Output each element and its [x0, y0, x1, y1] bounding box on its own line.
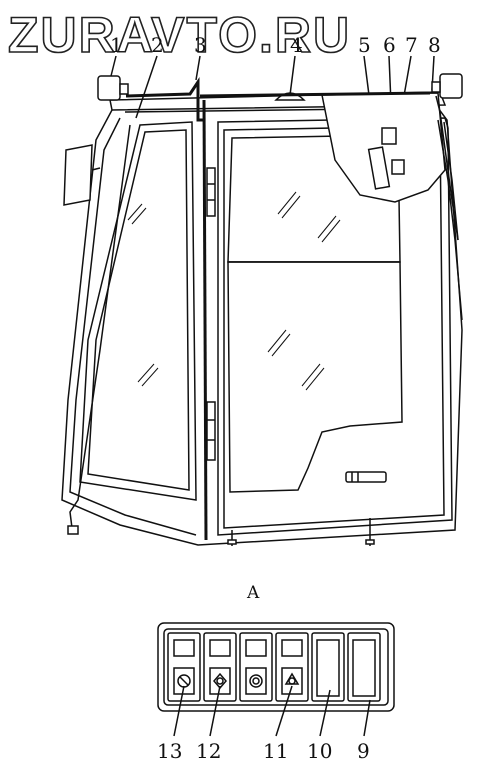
switch-12	[203, 632, 237, 702]
callout-8: 8	[428, 33, 441, 57]
switch-panel	[157, 622, 395, 712]
hinge-upper	[206, 167, 216, 217]
bottom-callouts: 13 12 11 10 9	[157, 739, 370, 763]
callout-4: 4	[290, 33, 303, 57]
wiring-harness	[125, 77, 205, 122]
cab-drawing	[61, 73, 463, 546]
blank-plate-9	[347, 632, 381, 702]
callout-12: 12	[196, 739, 221, 763]
watermark-text: ZURAVTO.RU	[8, 7, 351, 63]
blank-plate-10	[311, 632, 345, 702]
top-callouts: 1 2 3 4 5 6 7 8	[110, 33, 441, 57]
hinge-lower	[206, 401, 216, 461]
switch-11	[275, 632, 309, 702]
left-work-lamp	[97, 75, 121, 101]
glass-hatch	[127, 203, 143, 221]
callout-10: 10	[307, 739, 332, 763]
right-work-lamp	[439, 73, 463, 99]
callout-1: 1	[110, 33, 123, 57]
callout-13: 13	[157, 739, 182, 763]
callout-11: 11	[263, 739, 288, 763]
callout-6: 6	[383, 33, 396, 57]
callout-9: 9	[357, 739, 370, 763]
view-label: A	[246, 583, 260, 603]
callout-7: 7	[405, 33, 418, 57]
door-handle	[345, 471, 387, 483]
switch-13	[167, 632, 201, 702]
callout-5: 5	[358, 33, 371, 57]
switch-unlabeled	[239, 632, 273, 702]
callout-2: 2	[151, 33, 164, 57]
wiper-motor	[367, 146, 391, 190]
bottom-leader-lines	[173, 685, 371, 737]
left-door-window	[79, 121, 197, 501]
callout-3: 3	[194, 33, 207, 57]
